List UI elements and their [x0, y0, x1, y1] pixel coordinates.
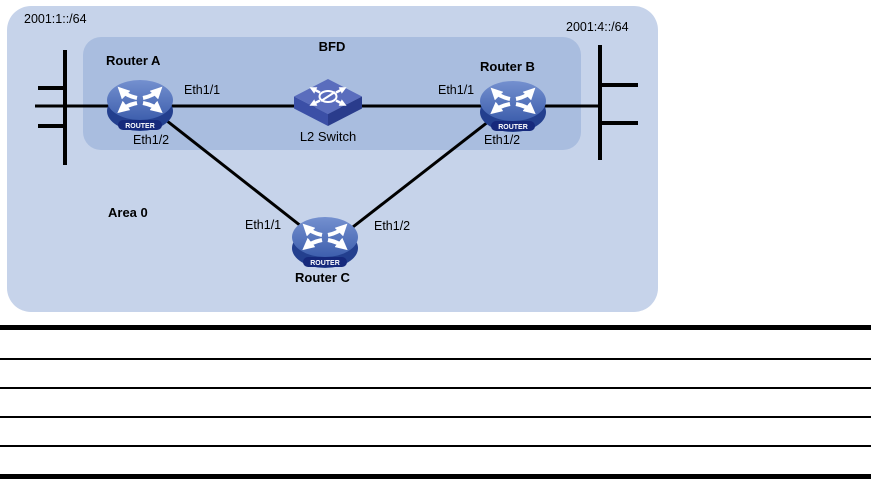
- interface-label-rb-eth12: Eth1/2: [484, 133, 521, 147]
- router-b-label: Router B: [480, 59, 535, 74]
- table-row-divider: [0, 387, 871, 389]
- table-bottom-border: [0, 474, 871, 479]
- interface-label-ra-eth11: Eth1/1: [184, 83, 221, 97]
- l2-switch-label: L2 Switch: [299, 129, 357, 144]
- router-icon: ROUTER: [107, 80, 173, 131]
- table-row-divider: [0, 416, 871, 418]
- interface-label-rc-eth12: Eth1/2: [374, 219, 411, 233]
- router-icon: ROUTER: [292, 217, 358, 268]
- subnet-right-label: 2001:4::/64: [566, 20, 629, 34]
- interface-label-rc-eth11: Eth1/1: [245, 218, 282, 232]
- interface-label-rb-eth11: Eth1/1: [438, 83, 475, 97]
- interface-label-ra-eth12: Eth1/2: [133, 133, 170, 147]
- table-row-divider: [0, 445, 871, 447]
- area0-label: Area 0: [108, 205, 148, 220]
- link-a-c: [161, 115, 307, 232]
- router-badge-text: ROUTER: [125, 123, 155, 130]
- table-row-divider: [0, 358, 871, 360]
- link-b-c: [348, 116, 494, 232]
- router-badge-text: ROUTER: [310, 260, 340, 267]
- bfd-zone-label: BFD: [318, 39, 346, 54]
- table-top-border: [0, 325, 871, 330]
- router-icon: ROUTER: [480, 81, 546, 132]
- l2-switch-icon: [294, 79, 362, 126]
- router-a-label: Router A: [106, 53, 161, 68]
- router-c-label: Router C: [295, 270, 350, 285]
- router-badge-text: ROUTER: [498, 124, 528, 131]
- subnet-left-label: 2001:1::/64: [24, 12, 87, 26]
